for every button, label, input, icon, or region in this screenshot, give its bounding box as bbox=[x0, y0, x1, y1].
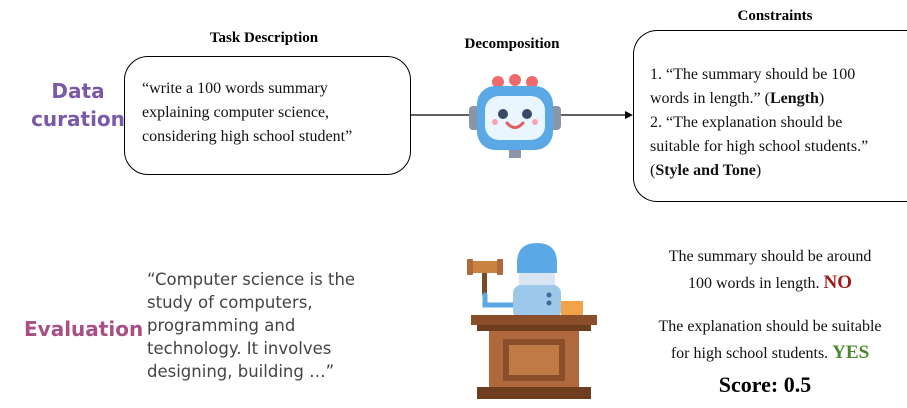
score-label: Score: 0.5 bbox=[718, 372, 812, 397]
task-description-heading: Task Description bbox=[209, 30, 319, 46]
constraint-2-line-3: (Style and Tone) bbox=[650, 159, 868, 183]
response-line-3: programming and bbox=[147, 316, 296, 335]
verdict-style: The explanation should be suitable for h… bbox=[620, 314, 907, 367]
verdict-length: The summary should be around 100 words i… bbox=[620, 244, 907, 297]
constraint-1-text: words in length.” ( bbox=[650, 90, 770, 107]
task-line-2: explaining computer science, bbox=[142, 104, 330, 121]
constraint-2-line-1: 2. “The explanation should be bbox=[650, 114, 843, 131]
verdict-length-line-1: The summary should be around bbox=[668, 248, 872, 265]
data-curation-label-line2: curation bbox=[31, 107, 125, 131]
verdict-length-line-2: 100 words in length. NO bbox=[620, 270, 907, 297]
constraint-1-close: ) bbox=[818, 90, 825, 107]
constraints-heading: Constraints bbox=[737, 8, 813, 24]
decomposition-heading: Decomposition bbox=[464, 36, 560, 52]
data-curation-label: Data curation bbox=[28, 77, 128, 133]
constraint-1-line-1: 1. “The summary should be 100 bbox=[650, 66, 856, 83]
model-response: “Computer science is the study of comput… bbox=[147, 268, 355, 383]
task-description-box: “write a 100 words summary explaining co… bbox=[124, 56, 411, 175]
task-line-1: “write a 100 words summary bbox=[142, 80, 328, 97]
response-line-2: study of computers, bbox=[147, 293, 313, 312]
response-line-1: “Computer science is the bbox=[147, 270, 356, 289]
evaluation-label: Evaluation bbox=[24, 317, 144, 341]
constraints-text: 1. “The summary should be 100 words in l… bbox=[650, 63, 868, 183]
response-line-4: technology. It involves bbox=[147, 339, 332, 358]
judge-podium-icon bbox=[467, 243, 597, 399]
verdict-style-line-1: The explanation should be suitable bbox=[658, 318, 882, 335]
constraint-2-line-2: suitable for high school students.” bbox=[650, 138, 869, 155]
data-curation-label-line1: Data bbox=[51, 79, 105, 103]
constraint-2-category: Style and Tone bbox=[655, 162, 756, 179]
verdict-yes-badge: YES bbox=[832, 342, 870, 363]
verdict-style-line-2: for high school students. YES bbox=[620, 340, 907, 367]
constraints-box: 1. “The summary should be 100 words in l… bbox=[633, 30, 907, 202]
verdict-style-text: for high school students. bbox=[670, 345, 829, 362]
constraint-2-open: ( bbox=[650, 162, 656, 179]
response-line-5: designing, building …” bbox=[147, 362, 335, 381]
verdict-length-text: 100 words in length. bbox=[687, 275, 820, 292]
constraint-1-line-2: words in length.” (Length) bbox=[650, 87, 868, 111]
constraint-2-close: ) bbox=[755, 162, 762, 179]
verdict-no-badge: NO bbox=[823, 272, 853, 293]
task-description-text: “write a 100 words summary explaining co… bbox=[142, 77, 352, 149]
robot-icon bbox=[469, 74, 561, 158]
constraint-1-category: Length bbox=[769, 90, 819, 107]
task-line-3: considering high school student” bbox=[142, 128, 353, 145]
